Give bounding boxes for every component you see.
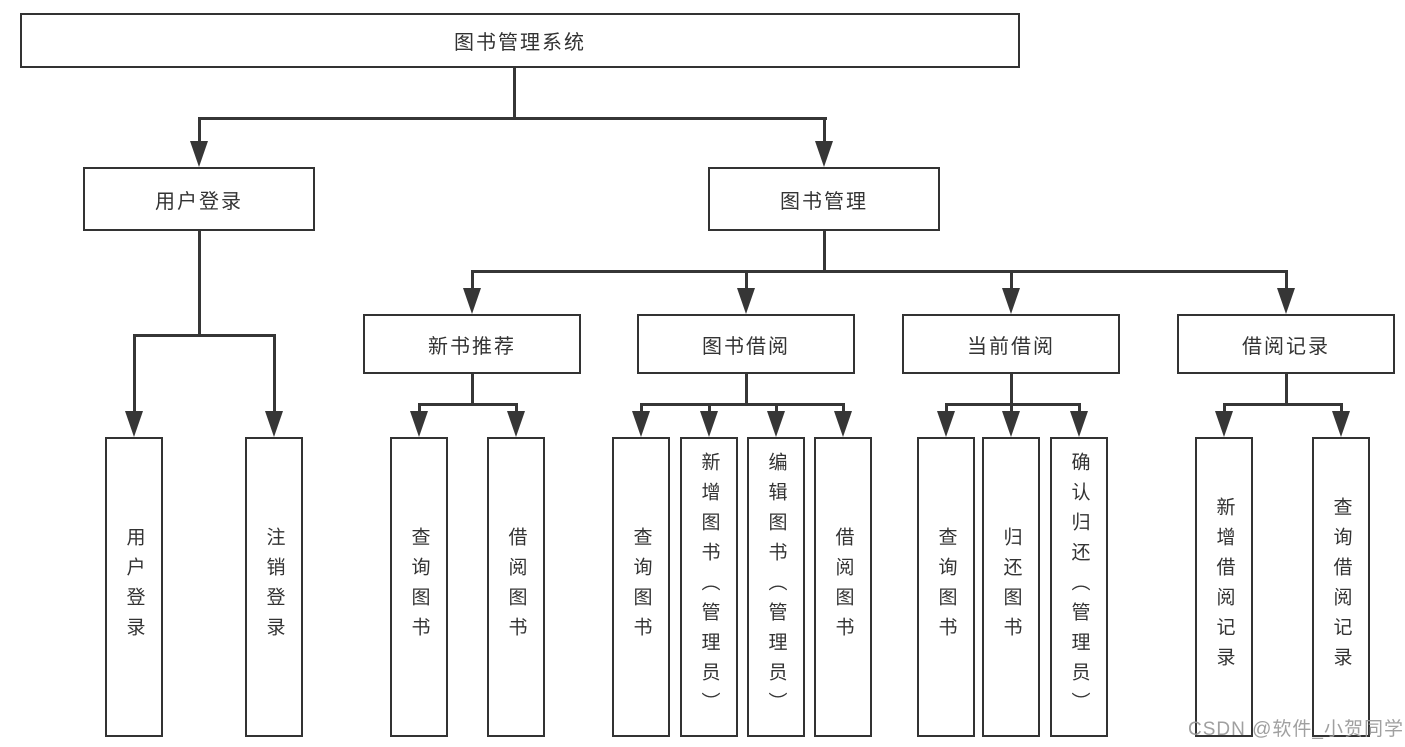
leaf-nbr-query-book-label: 查询图书 — [408, 527, 430, 647]
arrow-down-icon — [507, 411, 525, 437]
leaf-bb-query-book-label: 查询图书 — [630, 527, 652, 647]
connector-user-login-rail — [133, 334, 276, 337]
arrow-down-icon — [410, 411, 428, 437]
node-current-borrow-label: 当前借阅 — [967, 335, 1055, 358]
connector-leaf-drop — [945, 403, 948, 415]
node-borrow-record-label: 借阅记录 — [1242, 335, 1330, 358]
node-current-borrow: 当前借阅 — [902, 314, 1120, 374]
node-book-management-label: 图书管理 — [780, 190, 868, 213]
connector-leaf-drop — [515, 403, 518, 415]
node-new-book-recommend-label: 新书推荐 — [428, 335, 516, 358]
node-user-login: 用户登录 — [83, 167, 315, 231]
arrow-down-icon — [1070, 411, 1088, 437]
connector-cb-rail — [945, 403, 1081, 406]
leaf-cb-return-book-label: 归还图书 — [1000, 527, 1022, 647]
leaf-br-query-record: 查询借阅记录 — [1312, 437, 1370, 737]
connector-leaf-drop — [842, 403, 845, 415]
connector-bb-rail — [640, 403, 845, 406]
leaf-user-login-label: 用户登录 — [123, 527, 145, 647]
leaf-user-login: 用户登录 — [105, 437, 163, 737]
leaf-cb-return-book: 归还图书 — [982, 437, 1040, 737]
leaf-logout-label: 注销登录 — [263, 527, 285, 647]
leaf-nbr-borrow-book-label: 借阅图书 — [505, 527, 527, 647]
leaf-cb-query-book: 查询图书 — [917, 437, 975, 737]
connector-level3-drop — [1010, 270, 1013, 290]
arrow-down-icon — [463, 288, 481, 314]
leaf-bb-add-book-admin-label: 新增图书（管理员） — [698, 452, 720, 722]
arrow-down-icon — [834, 411, 852, 437]
arrow-down-icon — [1002, 411, 1020, 437]
leaf-cb-confirm-return-admin: 确认归还（管理员） — [1050, 437, 1108, 737]
leaf-bb-add-book-admin: 新增图书（管理员） — [680, 437, 738, 737]
leaf-bb-edit-book-admin: 编辑图书（管理员） — [747, 437, 805, 737]
node-borrow-record: 借阅记录 — [1177, 314, 1395, 374]
connector-leaf-drop — [775, 403, 778, 415]
connector-level3-drop — [1285, 270, 1288, 290]
connector-leaf-drop — [1223, 403, 1226, 415]
arrow-down-icon — [1277, 288, 1295, 314]
arrow-down-icon — [1002, 288, 1020, 314]
connector-br-stem — [1285, 374, 1288, 406]
leaf-bb-edit-book-admin-label: 编辑图书（管理员） — [765, 452, 787, 722]
connector-level3-drop — [745, 270, 748, 290]
arrow-down-icon — [700, 411, 718, 437]
connector-user-login-drop — [198, 117, 201, 143]
connector-root-drop — [513, 68, 516, 118]
connector-leaf-drop — [1010, 403, 1013, 415]
node-library-system-label: 图书管理系统 — [454, 32, 586, 54]
leaf-bb-query-book: 查询图书 — [612, 437, 670, 737]
connector-leaf-drop — [273, 334, 276, 413]
connector-bb-stem — [745, 374, 748, 406]
leaf-nbr-query-book: 查询图书 — [390, 437, 448, 737]
connector-cb-stem — [1010, 374, 1013, 406]
arrow-down-icon — [1215, 411, 1233, 437]
connector-book-mgmt-rail — [471, 270, 1288, 273]
connector-book-mgmt-stem — [823, 231, 826, 273]
node-new-book-recommend: 新书推荐 — [363, 314, 581, 374]
arrow-down-icon — [632, 411, 650, 437]
leaf-logout: 注销登录 — [245, 437, 303, 737]
connector-root-rail — [198, 117, 827, 120]
connector-leaf-drop — [708, 403, 711, 415]
leaf-br-query-record-label: 查询借阅记录 — [1330, 497, 1352, 677]
connector-leaf-drop — [418, 403, 421, 415]
csdn-watermark: CSDN @软件_小贺同学 — [1188, 719, 1404, 740]
arrow-down-icon — [265, 411, 283, 437]
arrow-down-icon — [815, 141, 833, 167]
arrow-down-icon — [767, 411, 785, 437]
leaf-br-add-record: 新增借阅记录 — [1195, 437, 1253, 737]
leaf-nbr-borrow-book: 借阅图书 — [487, 437, 545, 737]
arrow-down-icon — [937, 411, 955, 437]
connector-leaf-drop — [640, 403, 643, 415]
connector-user-login-stem — [198, 231, 201, 337]
connector-nbr-stem — [471, 374, 474, 406]
arrow-down-icon — [737, 288, 755, 314]
connector-leaf-drop — [1078, 403, 1081, 415]
node-library-system: 图书管理系统 — [20, 13, 1020, 68]
connector-br-rail — [1223, 403, 1343, 406]
leaf-cb-query-book-label: 查询图书 — [935, 527, 957, 647]
node-book-borrow: 图书借阅 — [637, 314, 855, 374]
connector-leaf-drop — [1340, 403, 1343, 415]
arrow-down-icon — [1332, 411, 1350, 437]
leaf-bb-borrow-book: 借阅图书 — [814, 437, 872, 737]
arrow-down-icon — [190, 141, 208, 167]
connector-nbr-rail — [418, 403, 518, 406]
node-book-management: 图书管理 — [708, 167, 940, 231]
node-user-login-label: 用户登录 — [155, 190, 243, 213]
node-book-borrow-label: 图书借阅 — [702, 335, 790, 358]
leaf-br-add-record-label: 新增借阅记录 — [1213, 497, 1235, 677]
connector-leaf-drop — [133, 334, 136, 413]
connector-book-mgmt-drop — [823, 117, 826, 143]
arrow-down-icon — [125, 411, 143, 437]
leaf-cb-confirm-return-admin-label: 确认归还（管理员） — [1068, 452, 1090, 722]
connector-level3-drop — [471, 270, 474, 290]
leaf-bb-borrow-book-label: 借阅图书 — [832, 527, 854, 647]
